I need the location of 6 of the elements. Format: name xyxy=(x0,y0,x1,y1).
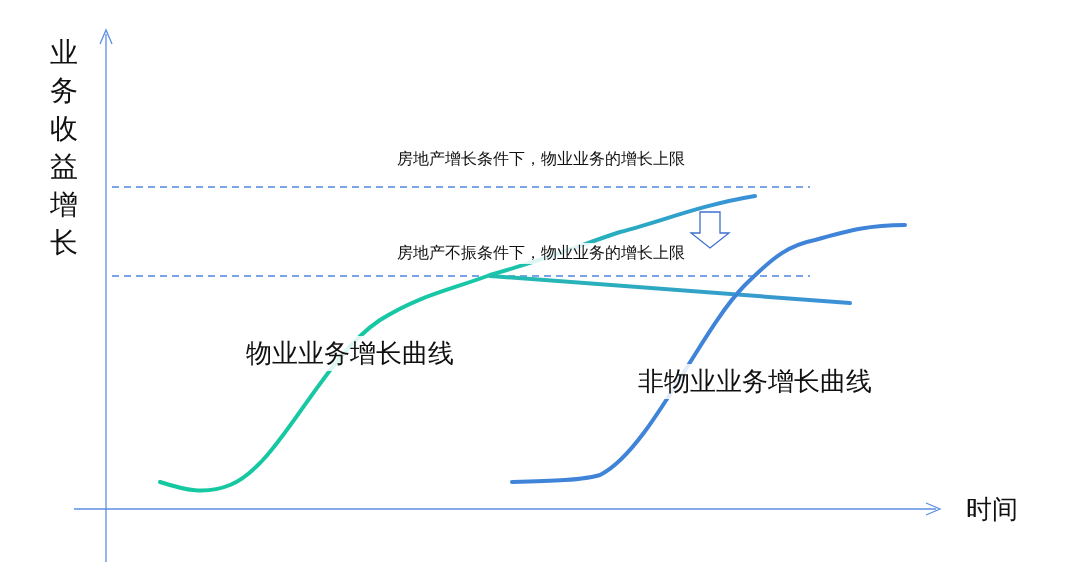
limit-label: 房地产不振条件下，物业业务的增长上限 xyxy=(397,243,685,264)
axis-title: 业务收益增长 xyxy=(50,35,78,262)
curve-label: 非物业业务增长曲线 xyxy=(638,364,872,399)
axis-title: 时间 xyxy=(966,493,1018,526)
curve-label: 物业业务增长曲线 xyxy=(246,336,454,371)
limit-label: 房地产增长条件下，物业业务的增长上限 xyxy=(397,149,685,170)
